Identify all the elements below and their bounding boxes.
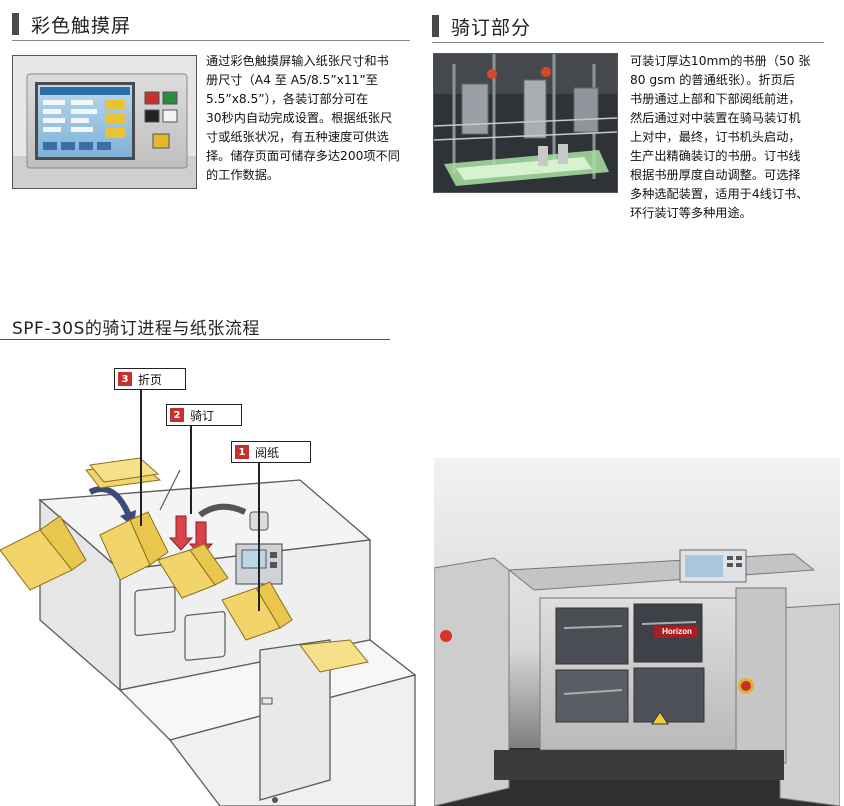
step-label: 阅纸 (255, 445, 280, 460)
stitching-description: 可装订厚达10mm的书册（50 张 80 gsm 的普通纸张）。折页后 书册通过… (630, 52, 830, 223)
text-line: 根据书册厚度自动调整。可选择 (630, 168, 801, 182)
machine-brand-label: Horizon (662, 627, 692, 636)
step-number: 3 (118, 372, 132, 386)
leader-line-feed (258, 463, 260, 611)
text-line: 5.5”x8.5”），各装订部分可在 (206, 92, 369, 106)
flow-title: SPF-30S的骑订进程与纸张流程 (12, 319, 260, 339)
touchscreen-title: 彩色触摸屏 (31, 14, 132, 37)
text-line: 择。储存页面可储存多达200项不同 (206, 149, 400, 163)
stitching-photo (433, 53, 618, 193)
step-label: 骑订 (190, 408, 215, 423)
text-line: 寸或纸张状况，有五种速度可供选 (206, 130, 389, 144)
step-number: 2 (170, 408, 184, 422)
step-number: 1 (235, 445, 249, 459)
text-line: 环行装订等多种用途。 (630, 206, 752, 220)
flow-step-stitch: 2 骑订 (166, 404, 242, 426)
stitching-title: 骑订部分 (451, 16, 532, 39)
step-label: 折页 (138, 372, 163, 387)
flow-step-feed: 1 阅纸 (231, 441, 311, 463)
text-line: 通过彩色触摸屏输入纸张尺寸和书 (206, 54, 389, 68)
touchscreen-description: 通过彩色触摸屏输入纸张尺寸和书 册尺寸（A4 至 A5/8.5”x11”至 5.… (206, 52, 412, 185)
text-line: 书册通过上部和下部阅纸前进， (630, 92, 801, 106)
text-line: 然后通过对中装置在骑马装订机 (630, 111, 801, 125)
flow-step-fold: 3 折页 (114, 368, 186, 390)
text-line: 30秒内自动完成设置。根据纸张尺 (206, 111, 393, 125)
machine-illustration (434, 458, 840, 806)
touchscreen-heading: 彩色触摸屏 (12, 10, 131, 38)
flow-rule (0, 339, 390, 340)
heading-bar (432, 15, 439, 37)
text-line: 生产出精确装订的书册。订书线 (630, 149, 801, 163)
leader-line-stitch (190, 426, 192, 514)
flow-diagram (0, 457, 417, 806)
leader-line-fold (140, 390, 142, 526)
stitching-illustration (434, 54, 617, 192)
stitching-heading: 骑订部分 (432, 12, 531, 40)
stitching-rule (432, 42, 824, 43)
text-line: 可装订厚达10mm的书册（50 张 (630, 54, 811, 68)
heading-bar (12, 13, 19, 35)
text-line: 上对中，最终，订书机头启动， (630, 130, 801, 144)
machine-photo: Horizon (434, 458, 840, 806)
touchscreen-rule (12, 40, 410, 41)
text-line: 册尺寸（A4 至 A5/8.5”x11”至 (206, 73, 378, 87)
text-line: 的工作数据。 (206, 168, 280, 182)
text-line: 多种选配装置，适用于4线订书、 (630, 187, 809, 201)
touchscreen-photo (12, 55, 197, 189)
text-line: 80 gsm 的普通纸张）。折页后 (630, 73, 795, 87)
touchscreen-illustration (13, 56, 196, 188)
